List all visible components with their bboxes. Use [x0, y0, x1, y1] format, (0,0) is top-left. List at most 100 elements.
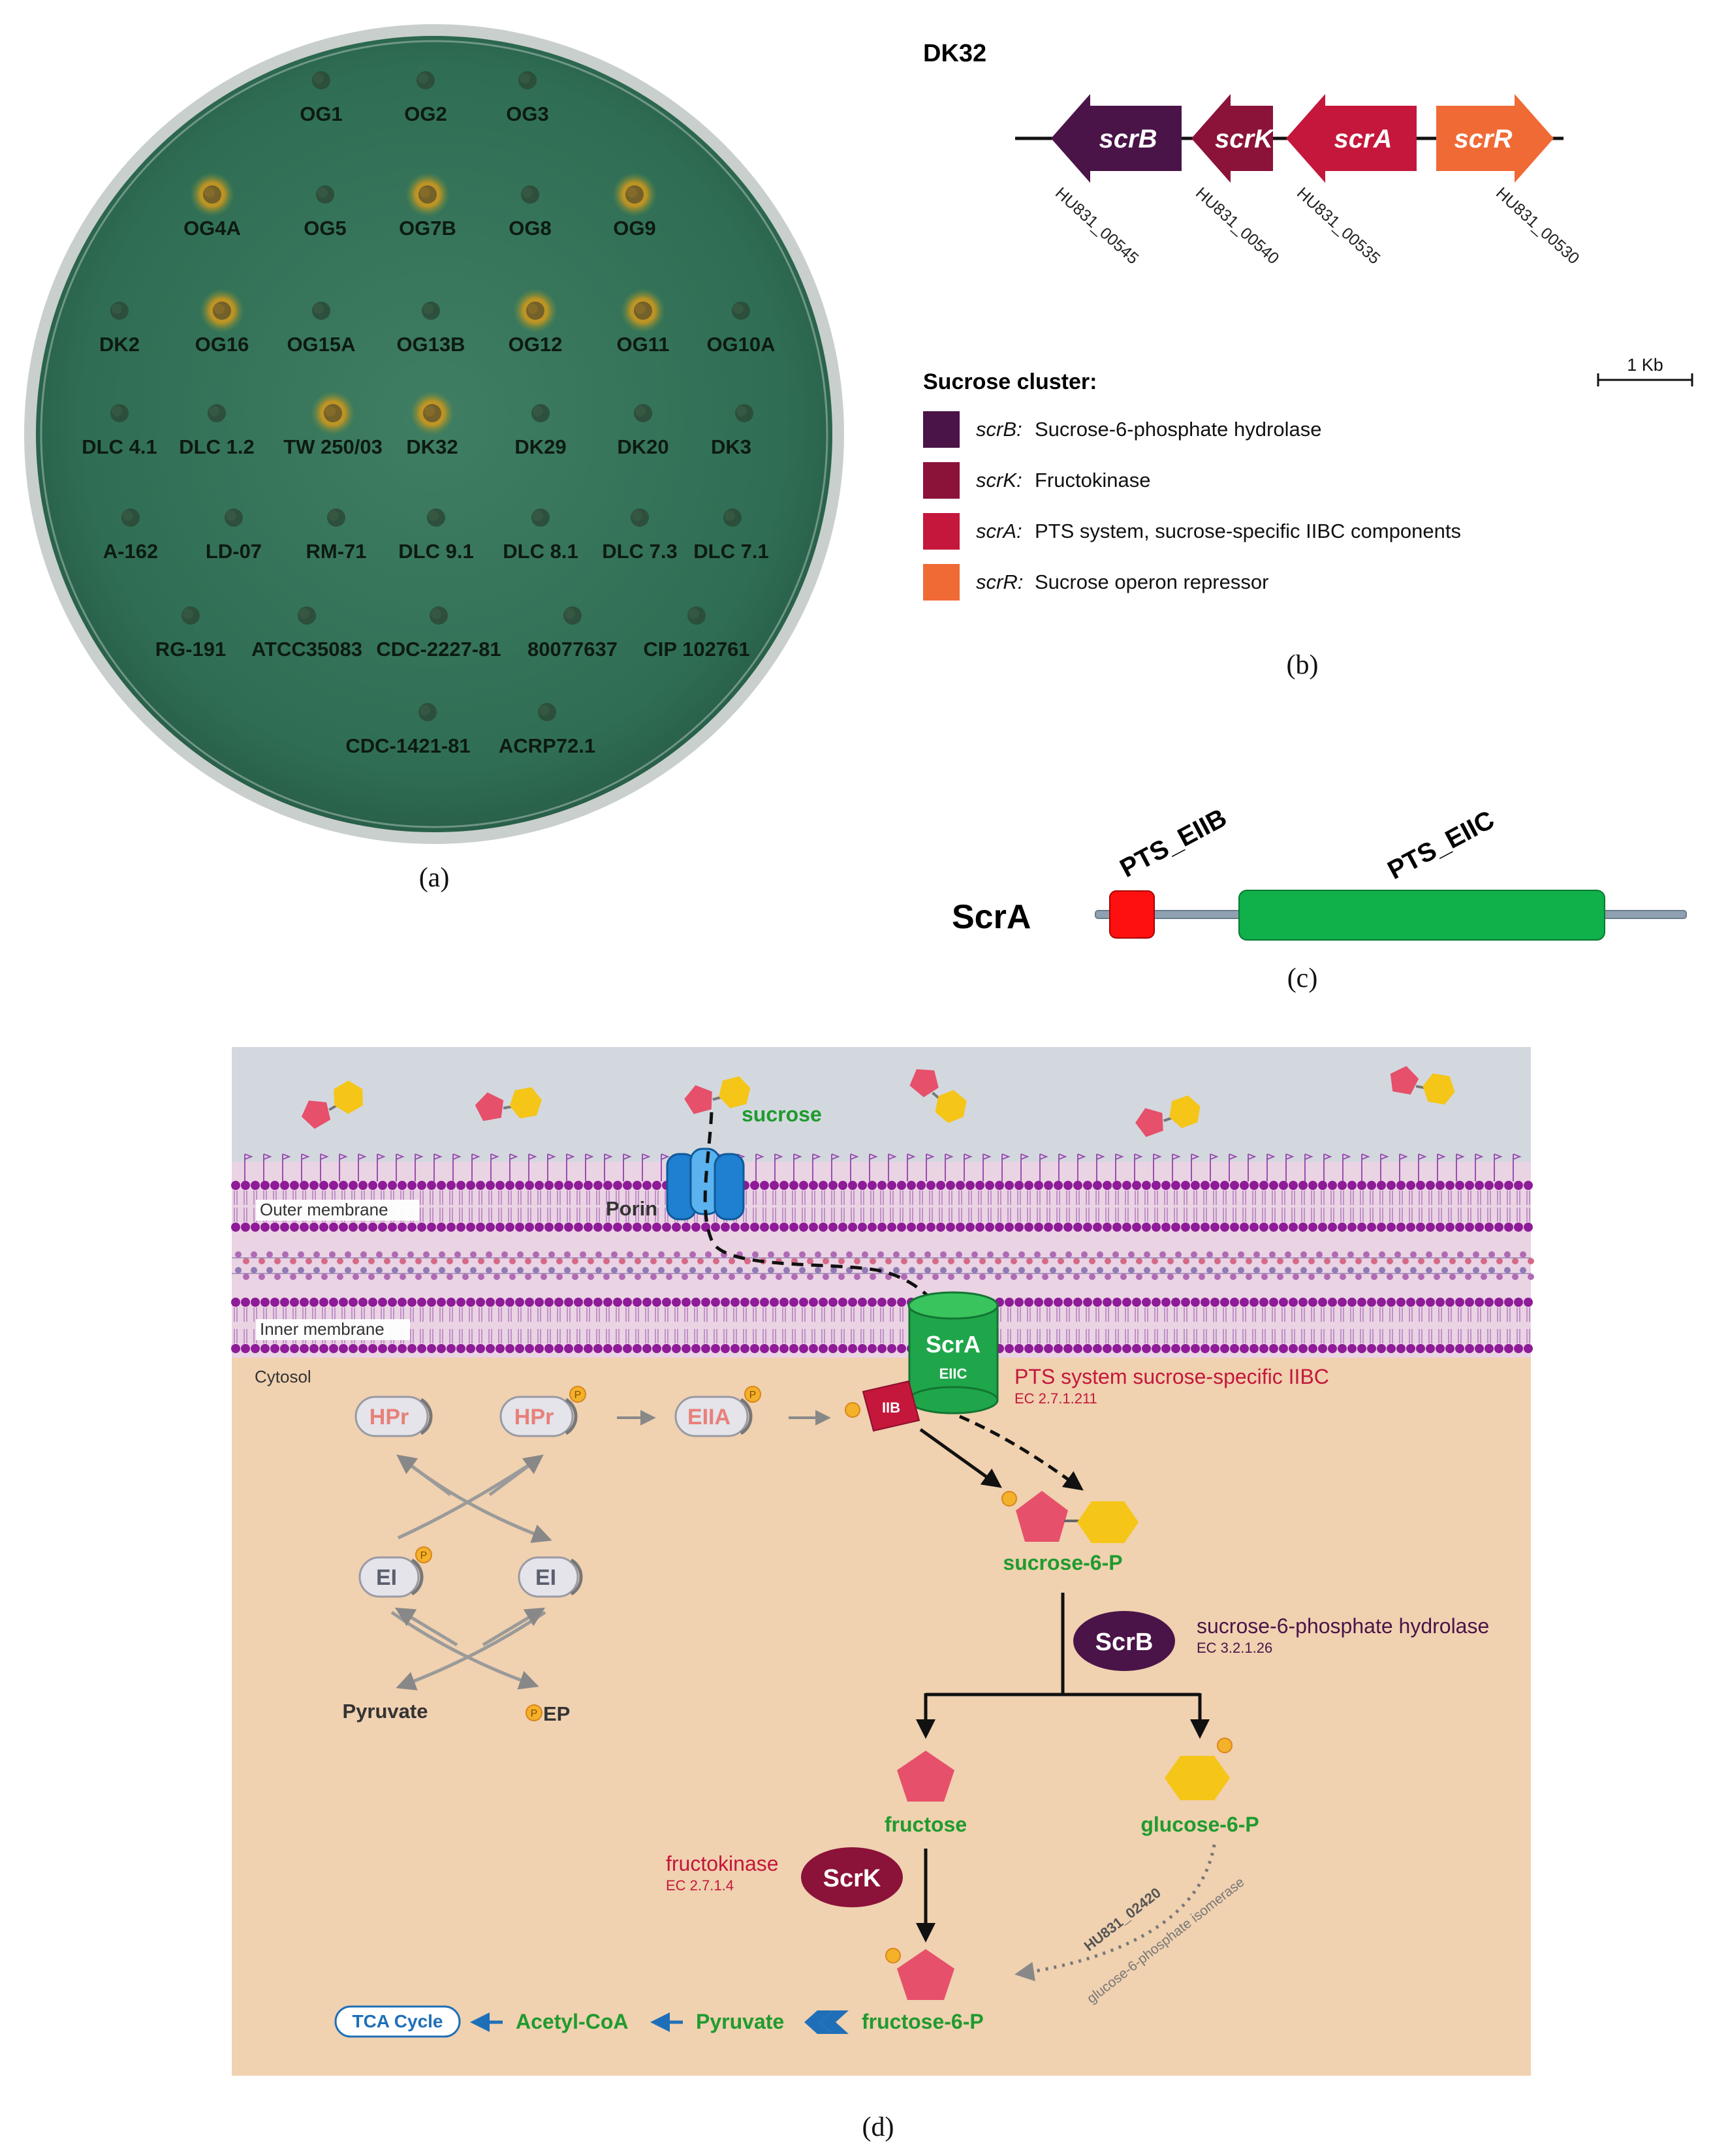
extracellular-sucrose-molecules: [301, 1066, 1455, 1137]
colony-a-162: A-162: [103, 508, 158, 563]
fructose-6-p-molecule: [885, 1948, 954, 2000]
colony-og5: OG5: [304, 185, 347, 240]
strain-label: LD-07: [206, 540, 262, 563]
eiia-phosphorylated-protein: EIIA P: [674, 1386, 761, 1437]
scrk-label: ScrK: [823, 1865, 881, 1892]
panel-label-b: (b): [1287, 650, 1319, 680]
legend-gene: scrA:: [976, 520, 1022, 542]
colony-og1: OG1: [300, 71, 343, 125]
strain-label: DK32: [406, 435, 458, 458]
sucrose-molecule: [909, 1069, 967, 1123]
strain-label: CDC-1421-81: [345, 734, 470, 757]
gene-locus-tag: HU831_00545: [1052, 184, 1142, 268]
colony-og9: OG9: [612, 172, 657, 240]
legend-gene: scrB:: [976, 418, 1022, 441]
legend-description: Fructokinase: [1035, 469, 1150, 492]
strain-label: DLC 1.2: [179, 435, 254, 458]
colony-dlc-7-1: DLC 7.1: [693, 508, 769, 563]
hpr-protein: HPr: [354, 1396, 433, 1437]
fructose-label: fructose: [885, 1813, 967, 1836]
strain-label: CIP 102761: [643, 638, 749, 661]
colony-og16: OG16: [195, 289, 249, 356]
strain-label: OG7B: [399, 217, 456, 240]
strain-label: OG1: [300, 102, 342, 125]
scrk-ec-number: EC 2.7.1.4: [666, 1877, 734, 1894]
colony-dk3: DK3: [711, 404, 753, 458]
strain-label: DLC 4.1: [82, 435, 157, 458]
cytosol-area: [232, 1358, 1531, 2076]
protein-label: HPr: [369, 1405, 409, 1430]
strain-label: OG11: [617, 333, 670, 356]
colony-cdc-1421-81: CDC-1421-81: [345, 703, 471, 757]
pep-label: EP: [543, 1702, 570, 1725]
gene-arrow-scrr: scrR HU831_00530: [1436, 94, 1583, 268]
domain-label-eiib: PTS_EIIB: [1116, 804, 1232, 883]
gene-name: scrK: [1215, 125, 1275, 153]
colony-dlc-7-3: DLC 7.3: [602, 508, 678, 563]
strain-label: RG-191: [155, 638, 227, 661]
sucrose-molecule: [475, 1087, 542, 1121]
pyruvate-pts-label: Pyruvate: [343, 1700, 428, 1723]
strain-label: DK20: [617, 435, 668, 458]
membranes: [231, 1153, 1534, 1353]
protein-label: EI: [535, 1565, 556, 1590]
strain-label: OG9: [613, 217, 655, 240]
strain-label: ACRP72.1: [499, 734, 595, 757]
colony-og3: OG3: [506, 71, 549, 125]
phosphate-label: P: [749, 1390, 757, 1401]
colony-dlc-4-1: DLC 4.1: [82, 404, 157, 458]
sucrose-molecule: [684, 1076, 751, 1114]
pts-ec-number: EC 2.7.1.211: [1014, 1390, 1097, 1407]
fructose-6-p-label: fructose-6-P: [862, 2010, 984, 2033]
inner-membrane-label: Inner membrane: [260, 1319, 385, 1339]
legend-item-scrb: scrB: Sucrose-6-phosphate hydrolase: [923, 411, 1321, 448]
pyruvate-label: Pyruvate: [696, 2010, 784, 2033]
tca-cycle-label: TCA Cycle: [352, 2011, 443, 2031]
domain-pts-eiib: [1109, 890, 1155, 939]
gene-locus-tag: HU831_00530: [1492, 184, 1583, 268]
outer-membrane-label: Outer membrane: [260, 1200, 388, 1219]
gene-legend: scrB: Sucrose-6-phosphate hydrolase scrK: F…: [923, 411, 1461, 601]
strain-label: OG4A: [183, 217, 241, 240]
colony-80077637: 80077637: [527, 606, 618, 661]
colony-ld-07: LD-07: [206, 508, 262, 563]
scale-bar: 1 Kb: [1597, 355, 1693, 386]
colony-cdc-2227-81: CDC-2227-81: [376, 606, 501, 661]
sucrose-molecule: [301, 1080, 363, 1129]
colony-dk32: DK32: [406, 391, 458, 458]
strain-label: ATCC35083: [251, 638, 362, 661]
colony-og11: OG11: [617, 289, 670, 356]
legend-description: Sucrose-6-phosphate hydrolase: [1035, 418, 1321, 441]
scrb-enzyme-name: sucrose-6-phosphate hydrolase: [1197, 1614, 1489, 1638]
strain-label: OG10A: [706, 333, 775, 356]
protein-name: ScrA: [952, 898, 1031, 936]
legend-item-scra: scrA:PTS system, sucrose-specific IIBC c…: [923, 513, 1461, 550]
strain-label: TW 250/03: [283, 435, 383, 458]
colony-dk2: DK2: [99, 302, 140, 356]
colony-cip-102761: CIP 102761: [643, 606, 750, 661]
protein-label: EIIA: [687, 1405, 731, 1430]
ei-phosphorylated-protein: EIP: [358, 1546, 432, 1598]
panel-d-sucrose-pathway: Outer membrane Inner membrane Cytosol su…: [231, 1047, 1534, 2142]
strain-label: OG12: [509, 333, 563, 356]
scrb-ec-number: EC 3.2.1.26: [1197, 1640, 1272, 1656]
colony-og10a: OG10A: [706, 302, 776, 356]
colony-dk29: DK29: [514, 404, 567, 458]
colony-og8: OG8: [509, 185, 552, 240]
sucrose-transport-path: [703, 1112, 943, 1313]
gene-locus-tag: HU831_00535: [1293, 184, 1384, 268]
domain-label-eiic: PTS_EIIC: [1383, 805, 1500, 885]
strain-label: DK2: [99, 333, 140, 356]
strain-label: DK29: [514, 435, 566, 458]
legend-gene: scrK:: [976, 469, 1022, 492]
sucrose-6-p-molecule: [1001, 1491, 1139, 1543]
scra-transporter: ScrA EIIC: [907, 1291, 999, 1414]
colony-atcc35083: ATCC35083: [251, 606, 362, 661]
gene-name: scrR: [1454, 125, 1513, 153]
colony-og7b: OG7B: [399, 172, 456, 240]
